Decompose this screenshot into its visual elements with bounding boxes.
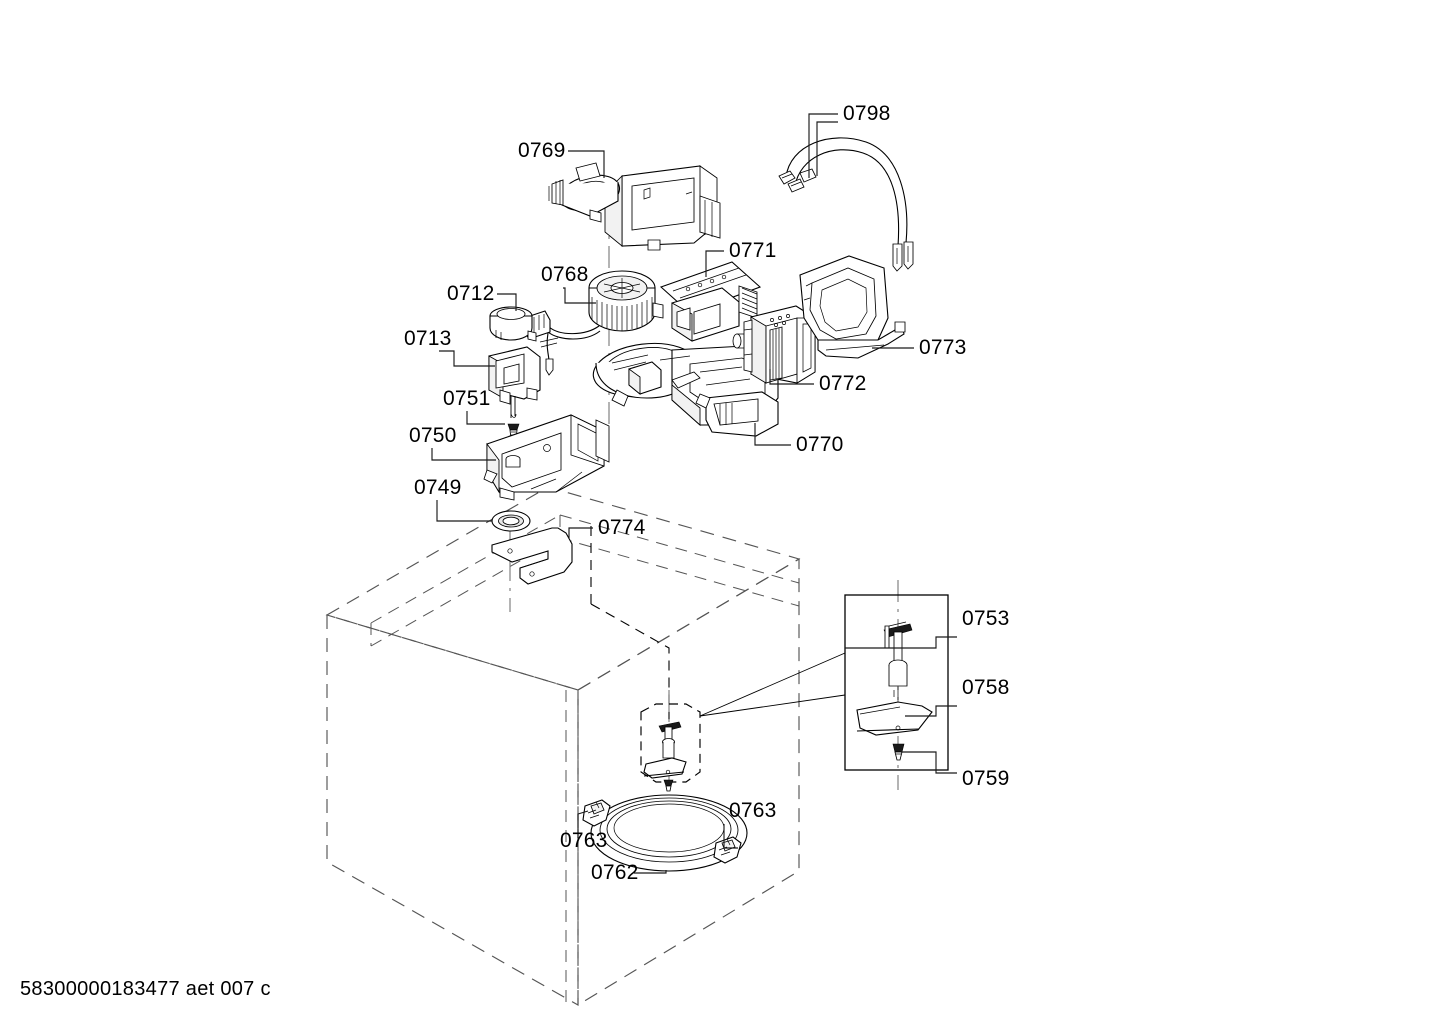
part-0763-roller-clip-left: [582, 799, 611, 827]
part-0774-mica-cover: [491, 527, 573, 585]
label-0751: 0751: [443, 387, 491, 410]
part-0769-fan-duct-housing-upper: [548, 162, 721, 251]
part-0772-transformer: [732, 305, 816, 384]
label-0713: 0713: [404, 327, 452, 350]
label-0749: 0749: [414, 476, 462, 499]
detail-callout-box: [699, 594, 949, 771]
label-0758: 0758: [962, 676, 1010, 699]
label-0774: 0774: [598, 516, 646, 539]
label-0768: 0768: [541, 263, 589, 286]
label-0798: 0798: [843, 102, 891, 125]
label-0770: 0770: [796, 433, 844, 456]
part-0771-control-board: [659, 261, 762, 342]
label-0773: 0773: [919, 336, 967, 359]
label-0753: 0753: [962, 607, 1010, 630]
leader-lines: [431, 113, 957, 874]
drawing-footer-code: 58300000183477 aet 007 c: [20, 978, 271, 1000]
label-layer: 0798 0769 0771 0768 0712 0713 0773 0772 …: [404, 102, 1010, 884]
coupler-assembly-inline: [643, 721, 687, 792]
label-0763-left: 0763: [560, 829, 608, 852]
label-0772: 0772: [819, 372, 867, 395]
part-0762-glass-turntable: [590, 794, 748, 872]
part-0773-air-guide-cover: [799, 255, 906, 359]
part-0712-motor-cap: [489, 306, 537, 342]
label-0712: 0712: [447, 282, 495, 305]
label-0762: 0762: [591, 861, 639, 884]
part-0753-coupler-pin-clip: [883, 621, 913, 700]
label-0763-right: 0763: [729, 799, 777, 822]
part-0768-blower-fan: [523, 270, 664, 376]
label-0750: 0750: [409, 424, 457, 447]
part-0798-wire-harness: [778, 137, 914, 272]
part-0750-support-chassis: [483, 414, 610, 501]
label-0759: 0759: [962, 767, 1010, 790]
part-0713-mount-bracket: [488, 346, 541, 418]
label-0769: 0769: [518, 139, 566, 162]
label-0771: 0771: [729, 239, 777, 262]
part-0758-coupler-blade: [856, 701, 933, 736]
part-0749-sealing-ring: [491, 510, 531, 532]
part-0770-fan-duct-lower: [592, 342, 779, 437]
